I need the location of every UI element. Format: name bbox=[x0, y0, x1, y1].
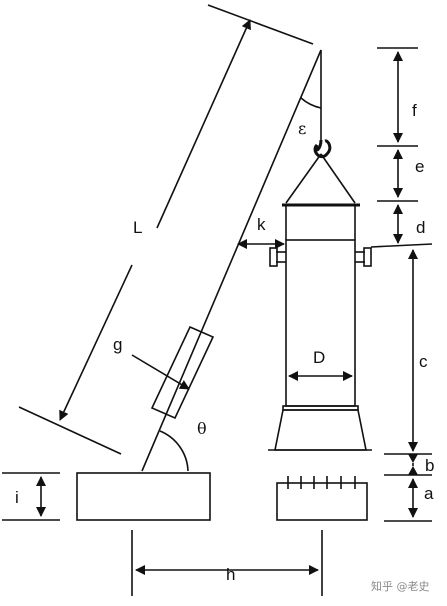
vessel bbox=[268, 239, 372, 451]
label-g: g bbox=[113, 335, 122, 354]
label-epsilon: ε bbox=[298, 119, 306, 138]
g-arrow bbox=[131, 354, 190, 390]
label-h: h bbox=[226, 565, 235, 584]
label-e: e bbox=[415, 157, 424, 176]
vessel-foundation bbox=[276, 476, 368, 521]
label-d: d bbox=[416, 218, 425, 237]
label-b: b bbox=[425, 456, 434, 475]
label-theta: θ bbox=[197, 419, 207, 438]
label-i: i bbox=[15, 488, 19, 507]
epsilon-angle-arc bbox=[300, 97, 322, 109]
crane-foundation bbox=[76, 472, 211, 521]
l-dimension-line-lower bbox=[59, 264, 133, 421]
l-dimension-extension-top bbox=[207, 4, 314, 45]
l-dimension-extension-bottom bbox=[18, 406, 122, 455]
crane-hook bbox=[313, 139, 332, 159]
boom-center-of-gravity-box bbox=[150, 325, 215, 420]
label-k: k bbox=[257, 215, 266, 234]
label-a: a bbox=[424, 484, 434, 503]
watermark: 知乎 @老史 bbox=[371, 579, 430, 593]
label-f: f bbox=[412, 101, 417, 120]
label-l: L bbox=[133, 218, 142, 237]
vertical-dimension-chain bbox=[370, 47, 433, 522]
label-c: c bbox=[419, 352, 428, 371]
lifting-sling bbox=[282, 153, 360, 240]
label-d-diameter: D bbox=[313, 348, 325, 367]
h-dimension bbox=[131, 530, 323, 596]
vessel-lifting-lugs bbox=[269, 247, 372, 267]
l-dimension-line bbox=[156, 19, 251, 229]
i-dimension bbox=[2, 472, 60, 521]
crane-boom bbox=[141, 49, 322, 472]
